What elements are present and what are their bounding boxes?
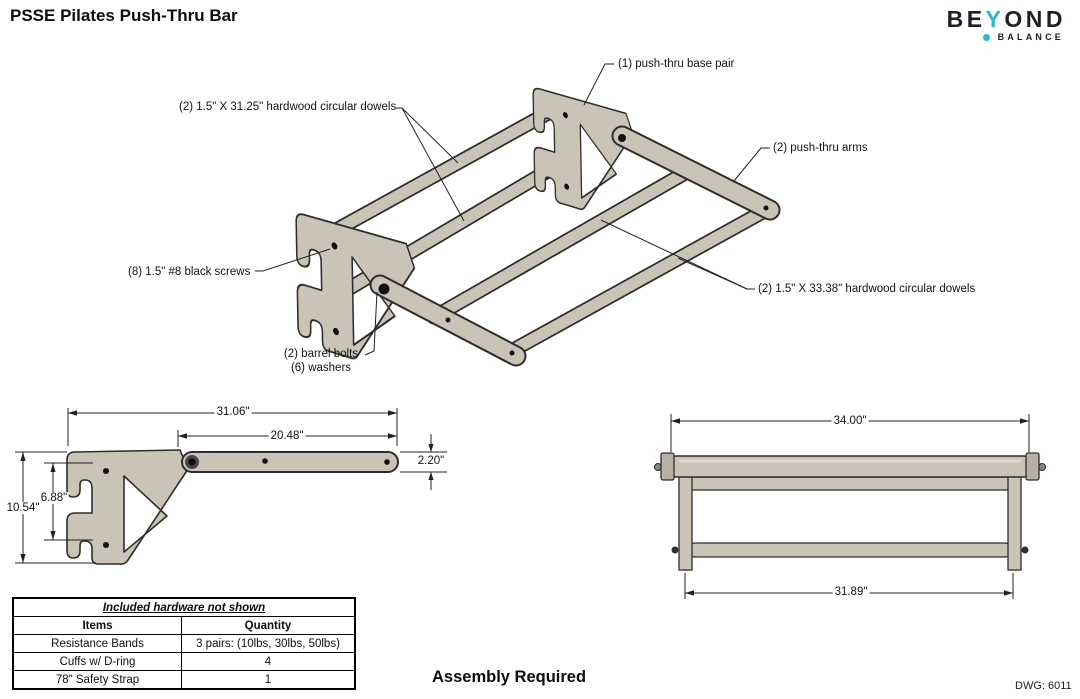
callout-base-pair: (1) push-thru base pair [618,58,735,70]
hardware-col-items: Items [12,616,182,635]
dim-side-overall-width: 31.06" [214,406,252,418]
brand-logo-wordmark: BEYOND [947,7,1066,31]
front-lower-dowel [687,542,1013,558]
dim-front-inner-width: 31.89" [832,586,870,598]
brand-logo-subline: BALANCE [947,32,1064,42]
side-bracket [66,449,189,565]
front-view-drawing [654,414,1046,599]
callout-arms: (2) push-thru arms [773,142,868,154]
callout-dowels-33: (2) 1.5" X 33.38" hardwood circular dowe… [758,283,976,295]
callout-barrel-bolts: (2) barrel bolts (6) washers [277,348,365,376]
hardware-col-quantity: Quantity [181,616,356,635]
iso-assembly-drawing [255,63,781,380]
logo-word-accent: Y [985,6,1005,32]
side-arm [181,451,399,473]
iso-leader-lines [255,63,770,356]
hardware-qty-1: 3 pairs: (10lbs, 30lbs, 50lbs) [181,634,356,653]
callout-screws: (8) 1.5" #8 black screws [128,266,251,278]
hardware-item-3: 78" Safety Strap [12,670,182,690]
hardware-table-title-row: Included hardware not shown [12,597,356,617]
iso-arm-dowels [426,161,776,362]
hardware-qty-3: 1 [181,670,356,690]
logo-dot-icon [982,33,990,41]
hardware-table-title: Included hardware not shown [12,597,356,617]
brand-logo: BEYOND BALANCE [947,7,1066,42]
front-top-bar [665,455,1035,478]
iso-fasteners [378,134,769,356]
front-left-cap [660,452,675,481]
dim-front-outer-width: 34.00" [831,415,869,427]
table-row: Cuffs w/ D-ring 4 [12,652,356,671]
dim-side-hook-spacing: 6.88" [38,492,70,504]
side-dimension-arrows [20,410,434,563]
dim-side-overall-height: 10.54" [4,502,42,514]
front-upper-dowel [687,476,1013,491]
callout-dowels-31: (2) 1.5" X 31.25" hardwood circular dowe… [179,101,397,113]
page-title: PSSE Pilates Push-Thru Bar [10,6,238,25]
table-row: 78" Safety Strap 1 [12,670,356,690]
dwg-number: DWG: 6011 [1015,680,1072,692]
side-view-drawing [15,408,447,565]
front-right-cap [1025,452,1040,481]
dim-side-arm-thickness: 2.20" [415,455,447,467]
logo-word-post: OND [1004,6,1066,32]
hardware-qty-2: 4 [181,652,356,671]
front-right-plate [1007,474,1022,571]
front-left-bolt [671,546,679,554]
hardware-item-2: Cuffs w/ D-ring [12,652,182,671]
assembly-required-note: Assembly Required [432,668,587,686]
dim-side-arm-length: 20.48" [268,430,306,442]
front-left-plate [678,474,693,571]
front-right-bolt [1021,546,1029,554]
hardware-table: Included hardware not shown Items Quanti… [12,597,356,690]
logo-subword: BALANCE [997,32,1064,43]
hardware-item-1: Resistance Bands [12,634,182,653]
front-dimension-lines [670,414,1030,599]
front-dimension-arrows [671,418,1029,596]
logo-word-pre: BE [946,6,986,32]
hardware-table-header-row: Items Quantity [12,616,356,635]
callout-barrel-bolts-line1: (2) barrel bolts [283,348,359,360]
table-row: Resistance Bands 3 pairs: (10lbs, 30lbs,… [12,634,356,653]
callout-washers-line2: (6) washers [290,361,352,374]
